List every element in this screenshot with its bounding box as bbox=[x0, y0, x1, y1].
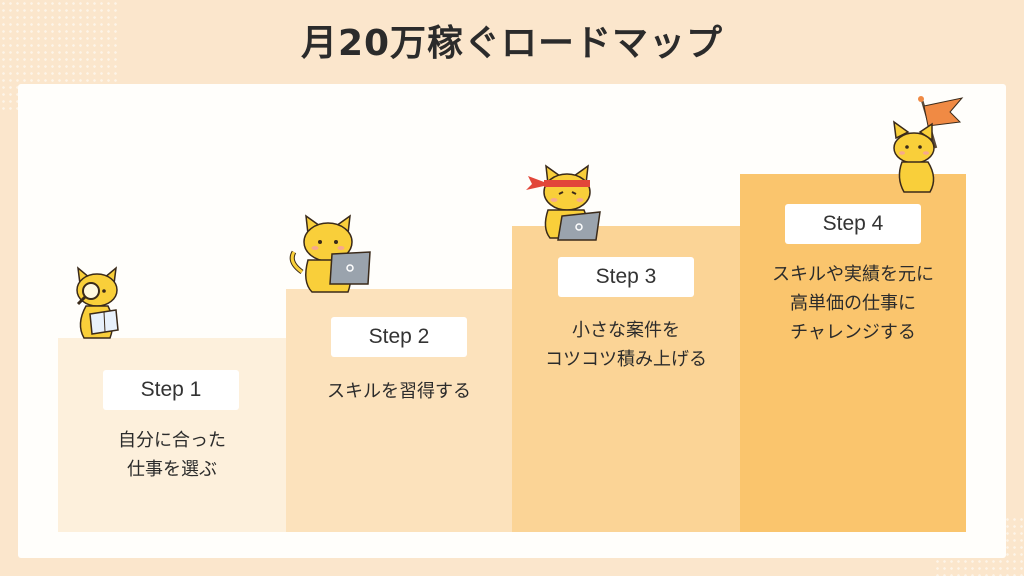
step-2-label: Step 2 bbox=[331, 317, 467, 357]
step-3-block: Step 3 小さな案件を コツコツ積み上げる bbox=[512, 226, 740, 532]
step-2-block: Step 2 スキルを習得する bbox=[286, 289, 512, 532]
cat-headband-laptop-icon bbox=[526, 164, 601, 241]
step-4-block: Step 4 スキルや実績を元に 高単価の仕事に チャレンジする bbox=[740, 174, 966, 532]
step-3-description: 小さな案件を コツコツ積み上げる bbox=[545, 320, 707, 370]
step-1-label: Step 1 bbox=[103, 370, 239, 410]
cat-flag-icon bbox=[893, 96, 964, 193]
page-title: 月20万稼ぐロードマップ bbox=[300, 23, 724, 64]
cat-laptop-icon bbox=[289, 214, 371, 293]
step-3-label: Step 3 bbox=[558, 257, 694, 297]
step-4-label: Step 4 bbox=[785, 204, 921, 244]
step-2-description: スキルを習得する bbox=[327, 381, 471, 402]
step-1-description: 自分に合った 仕事を選ぶ bbox=[118, 430, 226, 480]
cat-reading-icon bbox=[76, 266, 119, 339]
step-1-block: Step 1 自分に合った 仕事を選ぶ bbox=[58, 338, 286, 532]
step-4-description: スキルや実績を元に 高単価の仕事に チャレンジする bbox=[772, 264, 934, 343]
